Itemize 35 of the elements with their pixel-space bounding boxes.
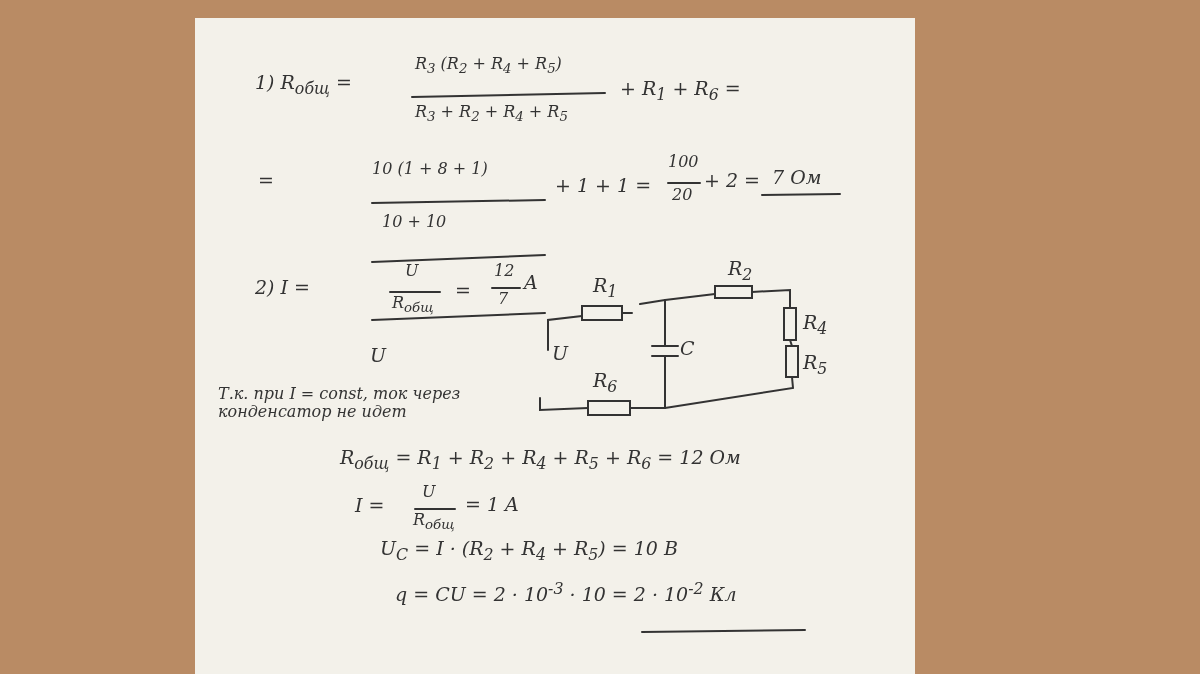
formula-text: = 1 A	[465, 494, 519, 516]
component-label: R$_{2}$	[728, 258, 753, 284]
formula-text: + R$_{1}$ + R$_{6}$ =	[620, 78, 741, 104]
formula-text: + 2 =	[704, 170, 760, 192]
fraction-numerator: 10 (1 + 8 + 1)	[372, 160, 488, 179]
unit-text: A	[524, 272, 538, 294]
equals-sign: =	[455, 280, 471, 302]
component-label: R$_{5}$	[803, 352, 828, 378]
fraction-numerator: 100	[668, 153, 699, 172]
component-label: U	[552, 343, 568, 365]
fraction-numerator: R$_{3}$ (R$_{2}$ + R$_{4}$ + R$_{5}$)	[415, 55, 562, 77]
component-label: R$_{4}$	[803, 312, 828, 338]
fraction-denominator: R$_{общ}$	[413, 511, 455, 533]
formula-text: U$_{C}$ = I · (R$_{2}$ + R$_{4}$ + R$_{5}$) = 10 B	[380, 538, 678, 564]
fraction-denominator: 20	[672, 186, 693, 205]
fraction-denominator: 10 + 10	[382, 213, 447, 232]
formula-text: R$_{общ}$ = R$_{1}$ + R$_{2}$ + R$_{4}$ + R$_{5}$ + R$_{6}$ = 12 Ом	[340, 447, 741, 473]
formula-text: I =	[355, 495, 385, 517]
answer-text: 7 Ом	[772, 167, 822, 189]
component-label: R$_{1}$	[593, 275, 618, 301]
formula-text: 2) I =	[255, 277, 310, 299]
note-text: Т.к. при I = const, ток через конденсатор не идет	[218, 385, 462, 422]
fraction-numerator: 12	[494, 262, 515, 281]
component-label: C	[680, 338, 695, 360]
fraction-denominator: R$_{общ}$	[392, 294, 434, 316]
fraction-numerator: U	[422, 483, 436, 502]
formula-text: q = CU = 2 · 10$^{-3}$ · 10 = 2 · 10$^{-2}$ Кл	[395, 580, 737, 607]
formula-text: 1) R$_{общ}$ =	[255, 72, 352, 98]
formula-text: + 1 + 1 =	[555, 175, 652, 197]
fraction-denominator: R$_{3}$ + R$_{2}$ + R$_{4}$ + R$_{5}$	[415, 103, 568, 125]
fraction-denominator: 7	[498, 290, 509, 309]
equals-sign: =	[258, 170, 274, 192]
fraction-numerator: U	[405, 262, 419, 281]
component-label: R$_{6}$	[593, 370, 618, 396]
formula-text: U	[370, 345, 386, 367]
